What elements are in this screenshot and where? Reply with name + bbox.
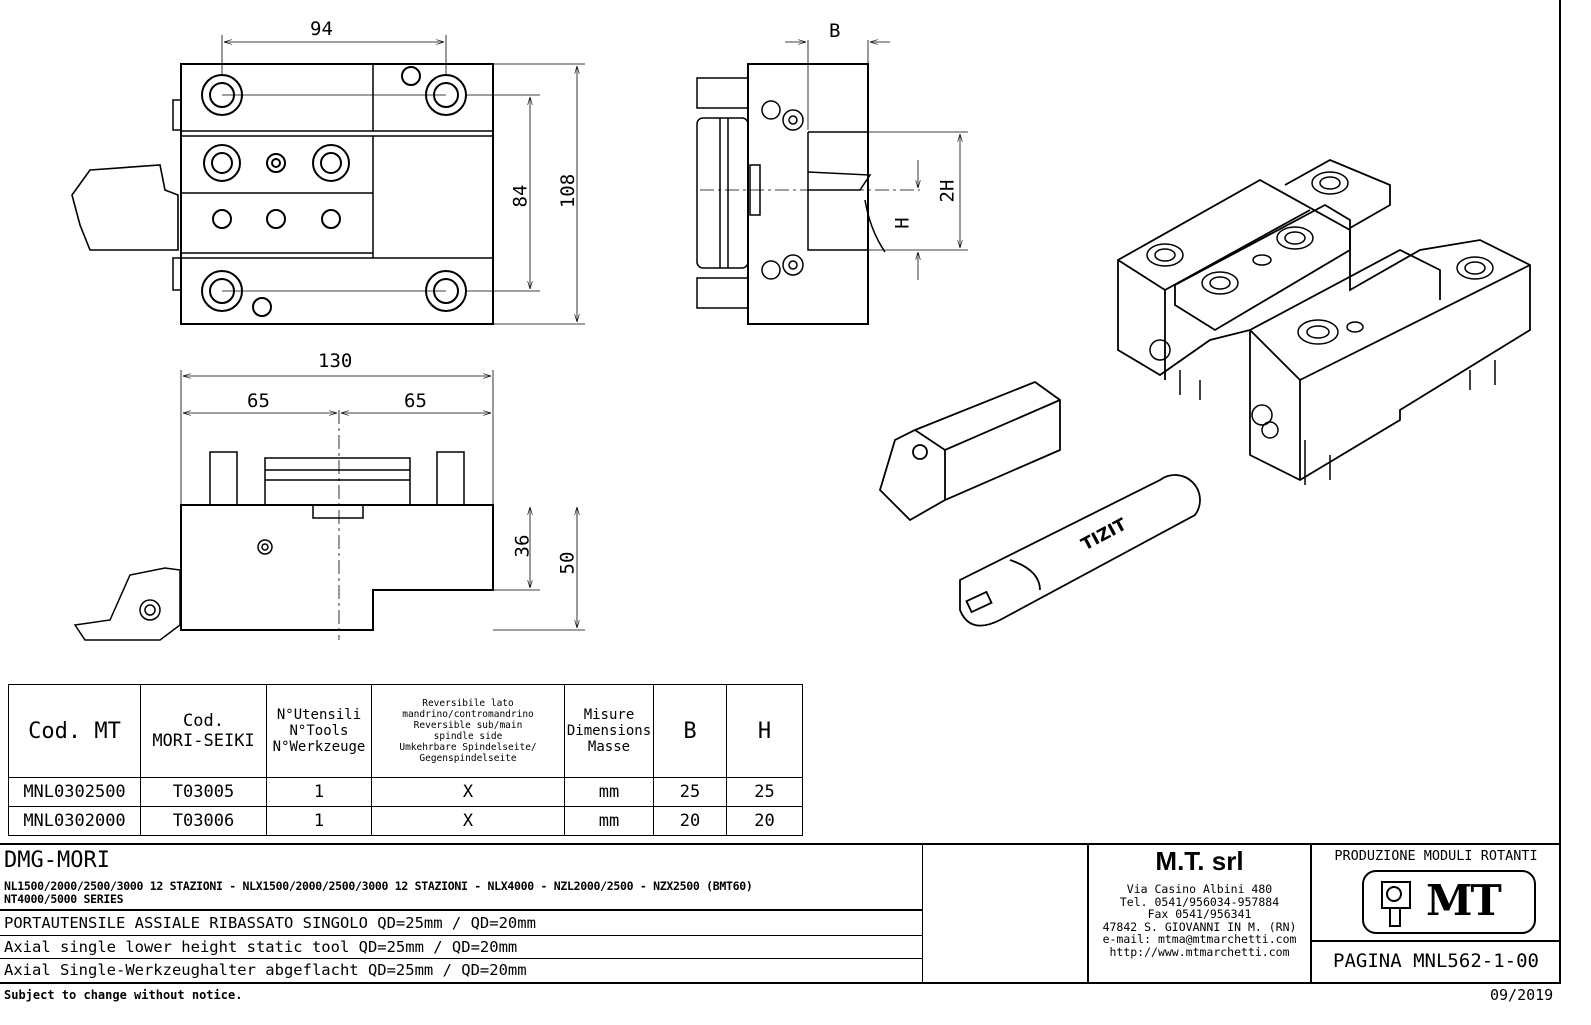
dim-h: H [891,217,914,229]
header-b: B [653,684,727,778]
tool-round-shank [959,474,1201,627]
header-cod-mt: Cod. MT [8,684,141,778]
dim-94: 94 [310,18,333,40]
table-row: MNL0302500 T03005 1 X mm 25 25 [8,777,803,807]
rotary-module-icon [1381,881,1411,927]
bottom-view [73,370,585,641]
cell-tools: 1 [266,777,372,807]
mt-logo: MT [1362,870,1536,934]
dim-65-right: 65 [404,390,427,412]
description-german: Axial Single-Werkzeughalter abgeflacht Q… [4,961,527,979]
header-h: H [726,684,803,778]
cell-cod-mt: MNL0302000 [8,806,141,836]
cell-units: mm [564,777,654,807]
isometric-view [1117,159,1531,485]
cell-units: mm [564,806,654,836]
production-label: PRODUZIONE MODULI ROTANTI [1334,848,1538,864]
dim-84: 84 [509,184,532,208]
tool-square-shank [878,380,1061,522]
description-italian: PORTAUTENSILE ASSIALE RIBASSATO SINGOLO … [4,914,536,932]
front-view [71,35,585,325]
cell-b: 25 [653,777,727,807]
cell-tools: 1 [266,806,372,836]
cell-h: 20 [726,806,803,836]
dim-50: 50 [556,551,579,575]
dim-b: B [829,20,841,42]
cell-b: 20 [653,806,727,836]
cell-h: 25 [726,777,803,807]
dim-108: 108 [557,173,580,209]
dim-36: 36 [511,534,534,558]
company-name: M.T. srl [1155,846,1244,876]
header-cod-mori: Cod.MORI-SEIKI [140,684,267,778]
description-english: Axial single lower height static tool QD… [4,938,518,956]
cell-cod-mori: T03005 [140,777,267,807]
side-view [696,40,968,325]
page-code: PAGINA MNL562-1-00 [1333,950,1539,972]
technical-drawing [71,35,1531,641]
dim-2h: 2H [936,179,959,203]
change-notice: Subject to change without notice. [4,988,243,1002]
dim-130: 130 [318,350,353,372]
cell-cod-mt: MNL0302500 [8,777,141,807]
machine-brand: DMG-MORI [4,848,110,873]
dim-65-left: 65 [247,390,270,412]
cell-reversible: X [371,806,565,836]
table-row: MNL0302000 T03006 1 X mm 20 20 [8,806,803,836]
revision-date: 09/2019 [1490,986,1554,1004]
cell-cod-mori: T03006 [140,806,267,836]
cell-reversible: X [371,777,565,807]
machine-models: NL1500/2000/2500/3000 12 STAZIONI - NLX1… [4,879,753,906]
